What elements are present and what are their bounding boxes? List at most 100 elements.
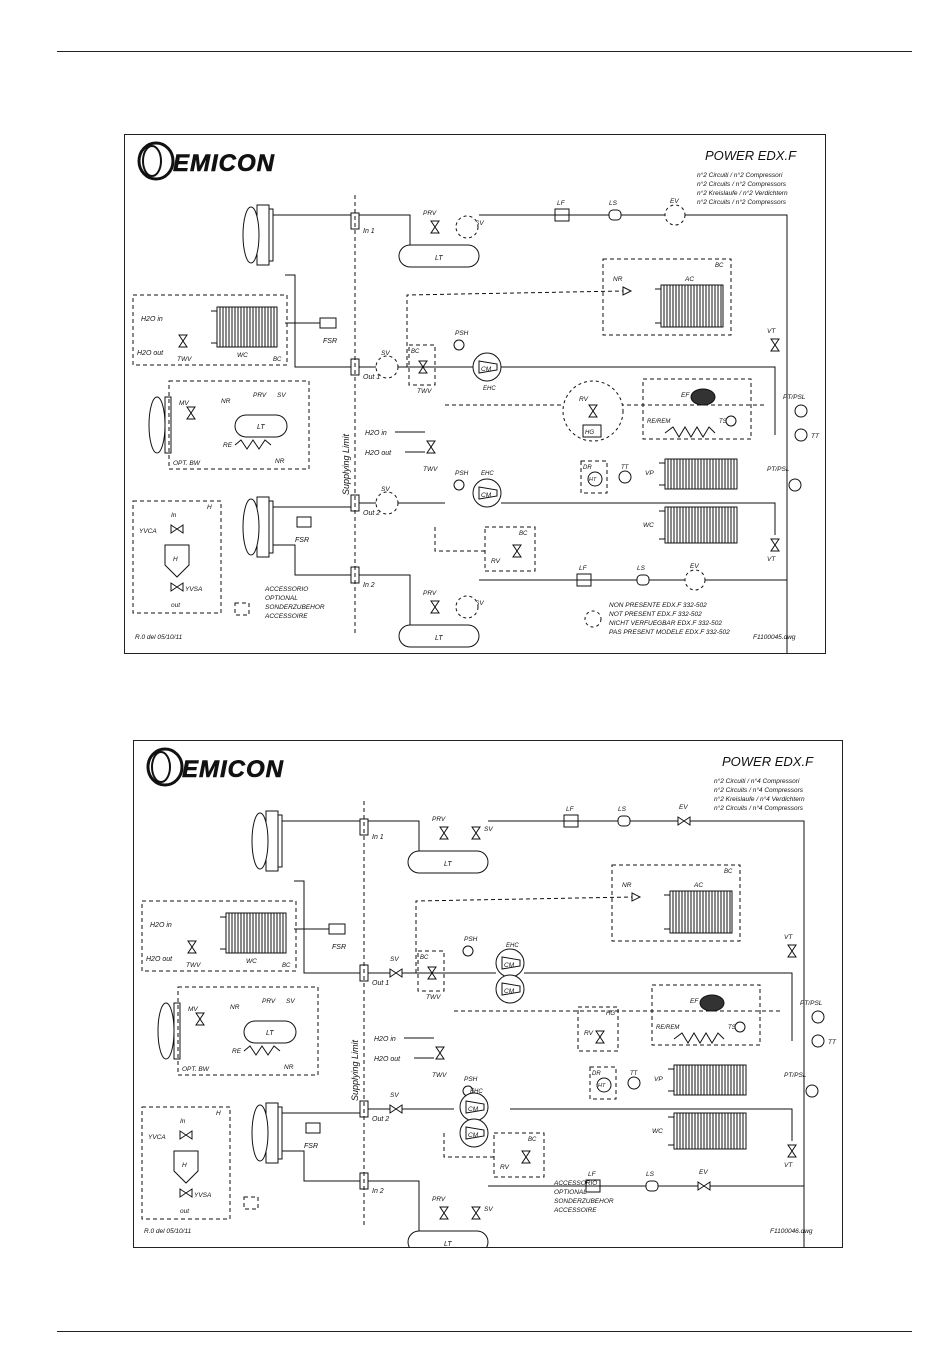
wc-label: WC bbox=[643, 522, 654, 529]
bc-label: BC bbox=[724, 869, 733, 875]
ef-label: EF bbox=[690, 998, 699, 1005]
fan-icon bbox=[251, 1104, 269, 1162]
h2o-in-label-left: H2O in bbox=[141, 316, 163, 323]
h-out-label: out bbox=[180, 1208, 190, 1215]
psh-label: PSH bbox=[455, 330, 469, 337]
receiver-inlet-1 bbox=[368, 820, 420, 851]
ls-sightglass-icon-2 bbox=[645, 1180, 659, 1192]
nr-label-bw-2: NR bbox=[284, 1064, 294, 1071]
lf-label: LF bbox=[566, 806, 575, 813]
bc-label-wc: BC bbox=[282, 963, 291, 969]
ht-label: HT bbox=[598, 1083, 606, 1089]
compressor-symbol bbox=[478, 360, 498, 374]
hg-label: HG bbox=[606, 1011, 615, 1017]
ac-coil-icon bbox=[669, 890, 733, 934]
h2o-in-label: H2O in bbox=[365, 430, 387, 437]
sv-label: SV bbox=[475, 220, 484, 227]
psh-label-2: PSH bbox=[464, 1076, 478, 1083]
h-unit-label: H bbox=[173, 556, 178, 563]
lf-filter-icon bbox=[554, 208, 570, 222]
wc-left-label: WC bbox=[246, 958, 257, 965]
pt-psl-label-2: PT/PSL bbox=[767, 466, 790, 473]
logo-ring-icon bbox=[146, 747, 184, 787]
twv-water-label: TWV bbox=[423, 466, 438, 473]
sv-valve-out2 bbox=[389, 1104, 403, 1114]
ac-label: AC bbox=[684, 276, 694, 283]
mv-valve-icon bbox=[195, 1012, 205, 1026]
sv-label: SV bbox=[484, 1206, 493, 1213]
yvsa-label: YVSA bbox=[194, 1192, 211, 1199]
nr-label: NR bbox=[622, 882, 632, 889]
not-present-marker bbox=[664, 204, 686, 226]
rv-label-2: RV bbox=[491, 558, 501, 565]
ht-label: HT bbox=[589, 477, 597, 483]
brand-logo: EMICON bbox=[173, 150, 275, 177]
prv-valve-icon bbox=[430, 220, 440, 234]
supplying-limit-label: Supplying Limit bbox=[350, 1039, 360, 1101]
ef-label: EF bbox=[681, 392, 690, 399]
dr-ht-box bbox=[589, 1066, 617, 1100]
top-rule bbox=[57, 51, 912, 52]
compressor-symbol bbox=[501, 956, 521, 970]
not-present-legend-marker bbox=[584, 610, 602, 628]
discharge-line-1 bbox=[285, 274, 351, 368]
twv-water-valve-icon bbox=[435, 1046, 445, 1060]
model-info-line: n°2 Kreislaufe / n°4 Verdichtern bbox=[714, 795, 805, 803]
pt-psl-label: PT/PSL bbox=[800, 1000, 823, 1007]
compressor-1b bbox=[495, 974, 525, 1004]
sv-label-bw: SV bbox=[286, 998, 295, 1005]
ht-sensor-icon bbox=[587, 471, 603, 487]
tt-label: TT bbox=[811, 433, 820, 440]
ac-coil-icon bbox=[660, 284, 724, 328]
psh-switch-icon bbox=[462, 945, 474, 957]
nr-check-valve-icon bbox=[622, 286, 633, 296]
cm-label-2: CM bbox=[481, 492, 492, 499]
compressor-symbol bbox=[478, 486, 498, 500]
bw-fan-icon bbox=[148, 396, 166, 454]
ef-accessory-box bbox=[642, 378, 752, 440]
heater-element-icon bbox=[664, 426, 716, 438]
vt-label-2: VT bbox=[784, 1162, 793, 1169]
yvca-valve-icon bbox=[179, 1130, 193, 1140]
bc-label: BC bbox=[411, 349, 420, 355]
lt-label-2: LT bbox=[444, 1241, 452, 1247]
discharge-line-1 bbox=[294, 880, 360, 974]
nr-label-bw: NR bbox=[221, 398, 231, 405]
vp-label: VP bbox=[645, 470, 654, 477]
opt-bw-label: OPT. BW bbox=[173, 460, 201, 467]
re-rem-label: RE/REM bbox=[647, 419, 670, 425]
sv-label-bw: SV bbox=[277, 392, 286, 399]
fsr-box-2 bbox=[305, 1122, 321, 1134]
main-liquid-line-1 bbox=[479, 214, 788, 653]
not-present-marker bbox=[455, 215, 479, 239]
sv-out1-label: SV bbox=[381, 350, 390, 357]
fan-icon bbox=[251, 812, 269, 870]
wc-accessory-box bbox=[141, 900, 297, 972]
humidifier-icon bbox=[164, 544, 190, 578]
h-in-label: In bbox=[171, 512, 177, 519]
file-name-label: F1100045.dwg bbox=[753, 634, 796, 641]
logo-ring-icon bbox=[142, 145, 162, 177]
bw-option-box bbox=[168, 380, 310, 470]
bw-receiver-icon bbox=[243, 1020, 297, 1044]
sv-valve-icon bbox=[471, 826, 481, 840]
prv-label-bw: PRV bbox=[262, 998, 276, 1005]
prv-valve-icon bbox=[439, 826, 449, 840]
lt-label-1: LT bbox=[444, 861, 452, 868]
sv-label: SV bbox=[484, 826, 493, 833]
ls-sightglass-icon bbox=[608, 209, 622, 221]
accessory-legend-box bbox=[243, 1196, 259, 1210]
legend-accessory-text: ACCESSOIRE bbox=[553, 1207, 597, 1214]
legend-accessory-text: ACCESSOIRE bbox=[264, 613, 308, 620]
h-label: H bbox=[216, 1110, 221, 1117]
port-in-2-label: In 2 bbox=[363, 582, 375, 589]
legend-accessory-text: ACCESSORIO bbox=[264, 586, 308, 593]
dr-label: DR bbox=[592, 1071, 601, 1077]
prv-label: PRV bbox=[432, 1196, 446, 1203]
diagram-title: POWER EDX.F bbox=[705, 148, 797, 163]
rv-valve-icon bbox=[595, 1030, 605, 1044]
yvsa-valve-icon bbox=[170, 582, 184, 592]
compressor-symbol bbox=[465, 1100, 485, 1114]
